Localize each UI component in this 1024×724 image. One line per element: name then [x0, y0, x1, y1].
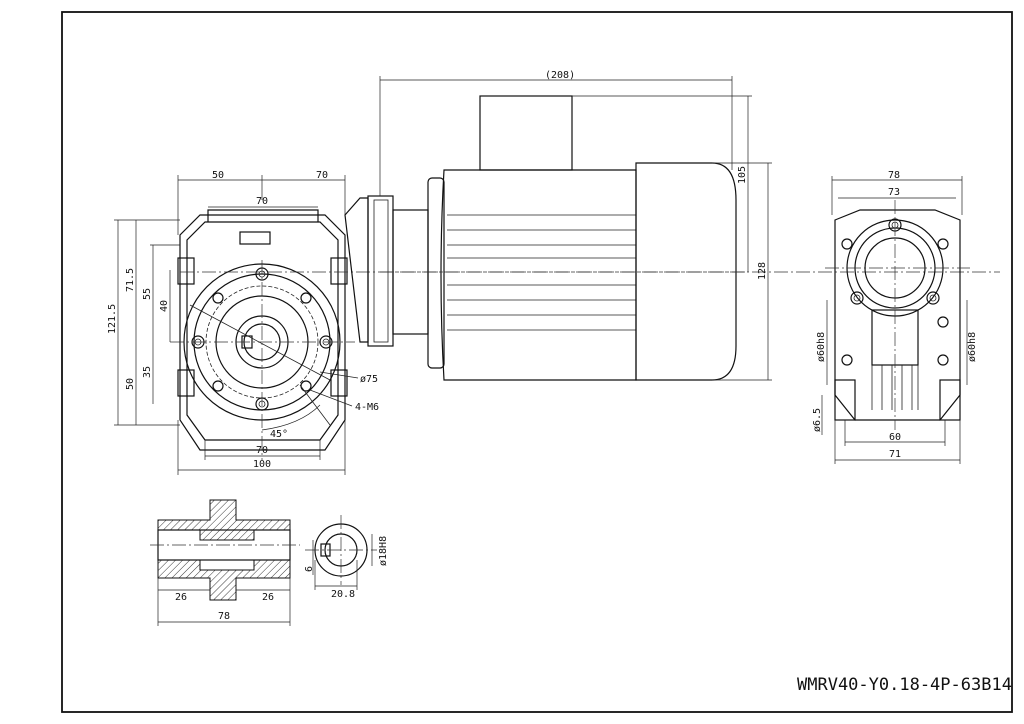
- dim-bottom-100: 100: [253, 459, 271, 470]
- dim-side-71: 71: [889, 449, 901, 460]
- dim-bottom-70: 70: [256, 445, 268, 456]
- dim-shaft-26-right: 26: [262, 592, 274, 603]
- dim-side-60: 60: [889, 432, 901, 443]
- shaft-section-view: 26 26 78: [150, 499, 300, 626]
- dim-60h8-left: ø60h8: [816, 332, 827, 362]
- motor-side-view: [344, 95, 745, 381]
- dim-top-50: 50: [212, 170, 224, 181]
- dim-shaft-78: 78: [218, 611, 230, 622]
- dim-inner-70: 70: [256, 196, 268, 207]
- gearbox-front-view: [170, 209, 1000, 460]
- dim-40: 40: [159, 300, 170, 312]
- dim-side-73: 73: [888, 187, 900, 198]
- dim-shaft-26-left: 26: [175, 592, 187, 603]
- dim-angle-45: 45°: [270, 429, 288, 440]
- dim-71-5: 71.5: [125, 268, 136, 292]
- drawing-border: [61, 11, 1013, 713]
- motor-dimensions: (208) 105 128: [379, 70, 772, 381]
- front-view-dimensions: 50 70 70 70 100 121.5 71.5 50 55 35 40 ø…: [107, 170, 379, 475]
- dim-side-78: 78: [888, 170, 900, 181]
- dim-121-5: 121.5: [107, 304, 118, 334]
- dim-key-6: 6: [304, 566, 315, 572]
- dim-top-70: 70: [316, 170, 328, 181]
- bore-end-view: 20.8 6 ø18H8: [304, 515, 389, 600]
- dim-50: 50: [125, 378, 136, 390]
- dim-dia-75: ø75: [360, 374, 378, 385]
- dim-bore-20-8: 20.8: [331, 589, 355, 600]
- dim-35: 35: [142, 366, 153, 378]
- side-view-dimensions: 78 73 60 71 ø60h8 ø60h8 ø6.5: [812, 170, 978, 464]
- gearbox-side-view: [825, 200, 970, 430]
- dim-4-m6: 4-M6: [355, 402, 379, 413]
- dim-6-5: ø6.5: [812, 408, 823, 432]
- dim-105: 105: [737, 166, 748, 184]
- model-title: WMRV40-Y0.18-4P-63B14: [797, 675, 1012, 695]
- dim-bore-18h8: ø18H8: [378, 536, 389, 566]
- dim-55: 55: [142, 288, 153, 300]
- dim-overall-208: (208): [545, 70, 575, 81]
- dim-128: 128: [757, 262, 768, 280]
- dim-60h8-right: ø60h8: [967, 332, 978, 362]
